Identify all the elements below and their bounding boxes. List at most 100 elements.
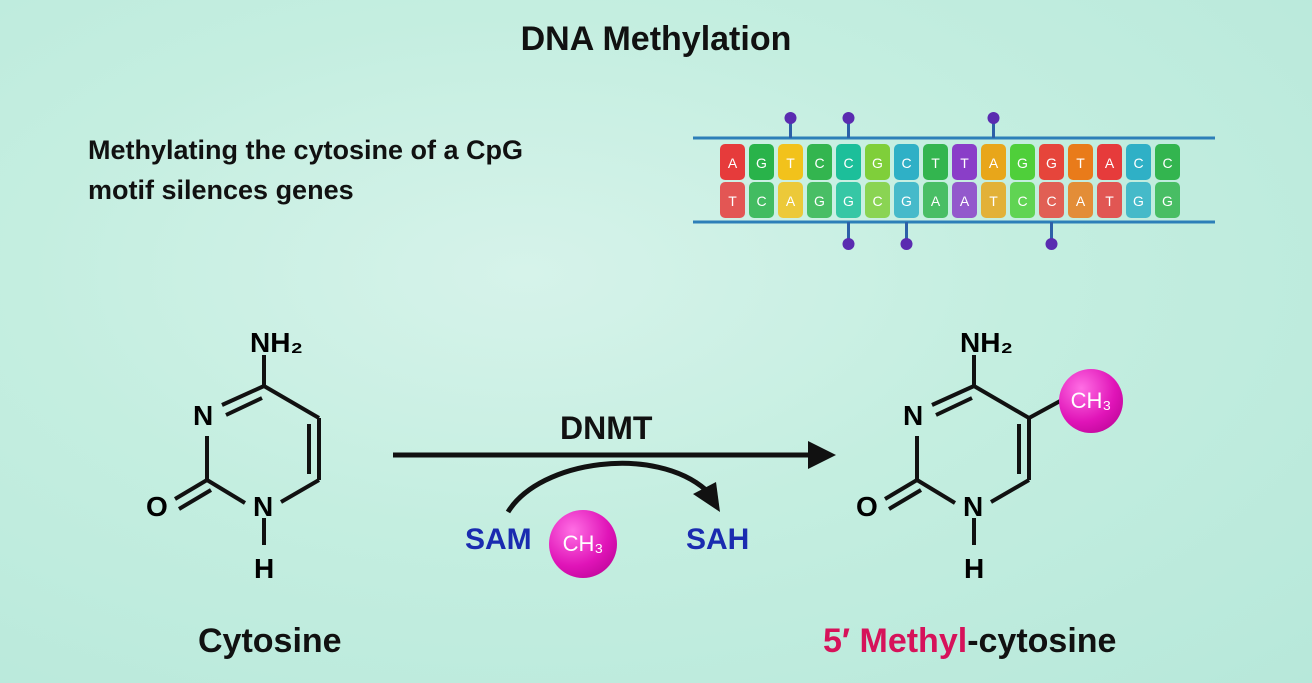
dna-base-letter-top: G	[1046, 155, 1057, 171]
dna-base-letter-bottom: A	[960, 193, 970, 209]
dna-base-letter-bottom: C	[872, 193, 882, 209]
dna-base-letter-bottom: A	[786, 193, 796, 209]
dna-base-letter-top: T	[1076, 155, 1085, 171]
dna-base-top	[923, 144, 948, 180]
cytosine-n3-label: N	[193, 400, 213, 431]
dna-base-letter-bottom: T	[728, 193, 737, 209]
sam-methyl-label: CH₃	[562, 531, 604, 556]
dna-base-bottom	[720, 182, 745, 218]
cytosine-amine-label: NH₂	[250, 327, 303, 358]
methyl-mark	[900, 238, 913, 250]
dna-base-bottom	[952, 182, 977, 218]
dna-base-bottom	[749, 182, 774, 218]
dna-base-letter-top: T	[960, 155, 969, 171]
dna-base-letter-bottom: C	[1046, 193, 1056, 209]
dna-base-letter-bottom: A	[1076, 193, 1086, 209]
cytosine-caption: Cytosine	[198, 622, 342, 660]
diagram-title: DNA Methylation	[520, 20, 792, 58]
dna-base-bottom	[1097, 182, 1122, 218]
methylcytosine-amine-label: NH₂	[960, 327, 1013, 358]
dna-base-top	[1097, 144, 1122, 180]
methylcytosine-n1-label: N	[963, 491, 983, 522]
dna-base-letter-bottom: G	[1162, 193, 1173, 209]
dna-base-letter-bottom: G	[901, 193, 912, 209]
diagram-subtitle: Methylating the cytosine of a CpG motif …	[88, 130, 648, 210]
cytosine-hydrogen-label: H	[254, 553, 274, 584]
dna-base-letter-top: C	[1133, 155, 1143, 171]
dna-base-letter-bottom: T	[989, 193, 998, 209]
dna-base-letter-top: G	[872, 155, 883, 171]
methyl-mark	[987, 112, 1000, 124]
dna-base-bottom	[894, 182, 919, 218]
methyl-mark	[784, 112, 797, 124]
dna-base-letter-top: T	[786, 155, 795, 171]
methylcytosine-caption-suffix: -cytosine	[967, 622, 1117, 660]
methylcytosine-structure	[883, 355, 1063, 545]
dna-base-top	[1039, 144, 1064, 180]
dna-base-letter-bottom: G	[814, 193, 825, 209]
methyl-mark	[842, 112, 855, 124]
dna-base-letter-top: G	[1017, 155, 1028, 171]
dna-base-top	[720, 144, 745, 180]
dna-base-letter-top: A	[1105, 155, 1115, 171]
cytosine-n1-label: N	[253, 491, 273, 522]
dna-base-letter-top: C	[1162, 155, 1172, 171]
dna-base-top	[865, 144, 890, 180]
dna-base-letter-top: A	[989, 155, 999, 171]
dna-base-top	[807, 144, 832, 180]
dna-base-bottom	[1010, 182, 1035, 218]
dna-base-bottom	[1126, 182, 1151, 218]
cofactor-curved-arrow	[505, 460, 720, 514]
sam-label: SAM	[465, 523, 532, 556]
subtitle-line-2: motif silences genes	[88, 175, 354, 205]
dna-base-letter-bottom: C	[756, 193, 766, 209]
cytosine-structure	[173, 355, 321, 545]
cytosine-oxygen-label: O	[146, 491, 168, 522]
dna-base-top	[836, 144, 861, 180]
dna-base-letter-bottom: C	[1017, 193, 1027, 209]
dna-base-bottom	[1155, 182, 1180, 218]
dna-base-letter-bottom: G	[1133, 193, 1144, 209]
dna-base-bottom	[778, 182, 803, 218]
dna-base-bottom	[1068, 182, 1093, 218]
methyl-mark	[842, 238, 855, 250]
dna-base-bottom	[981, 182, 1006, 218]
dna-base-top	[894, 144, 919, 180]
sam-methyl-ball: CH₃	[549, 510, 617, 578]
dna-base-bottom	[807, 182, 832, 218]
dna-base-top	[1010, 144, 1035, 180]
methylcytosine-caption-prefix: 5′ Methyl	[823, 622, 968, 660]
methylcytosine-oxygen-label: O	[856, 491, 878, 522]
dna-base-bottom	[865, 182, 890, 218]
dna-base-top	[981, 144, 1006, 180]
dna-base-letter-bottom: A	[931, 193, 941, 209]
dna-base-top	[1155, 144, 1180, 180]
dna-base-top	[778, 144, 803, 180]
reaction-arrow	[393, 441, 836, 469]
dna-base-letter-top: A	[728, 155, 738, 171]
methylcytosine-hydrogen-label: H	[964, 553, 984, 584]
methylcytosine-n3-label: N	[903, 400, 923, 431]
methyl-group-label: CH₃	[1070, 388, 1112, 413]
dna-base-top	[1068, 144, 1093, 180]
methyl-mark	[1045, 238, 1058, 250]
methyl-group-ball: CH₃	[1059, 369, 1123, 433]
dna-base-top	[952, 144, 977, 180]
dna-base-letter-top: T	[931, 155, 940, 171]
methylcytosine-caption: 5′ Methyl-cytosine	[823, 622, 1116, 661]
dna-base-letter-bottom: T	[1105, 193, 1114, 209]
dna-base-letter-bottom: G	[843, 193, 854, 209]
dna-base-letter-top: C	[901, 155, 911, 171]
dna-base-top	[749, 144, 774, 180]
enzyme-label: DNMT	[560, 410, 653, 446]
dna-base-bottom	[923, 182, 948, 218]
dna-base-top	[1126, 144, 1151, 180]
dna-base-bottom	[1039, 182, 1064, 218]
dna-base-letter-top: C	[814, 155, 824, 171]
dna-base-letter-top: G	[756, 155, 767, 171]
subtitle-line-1: Methylating the cytosine of a CpG	[88, 135, 524, 165]
dna-base-bottom	[836, 182, 861, 218]
sah-label: SAH	[686, 523, 750, 556]
